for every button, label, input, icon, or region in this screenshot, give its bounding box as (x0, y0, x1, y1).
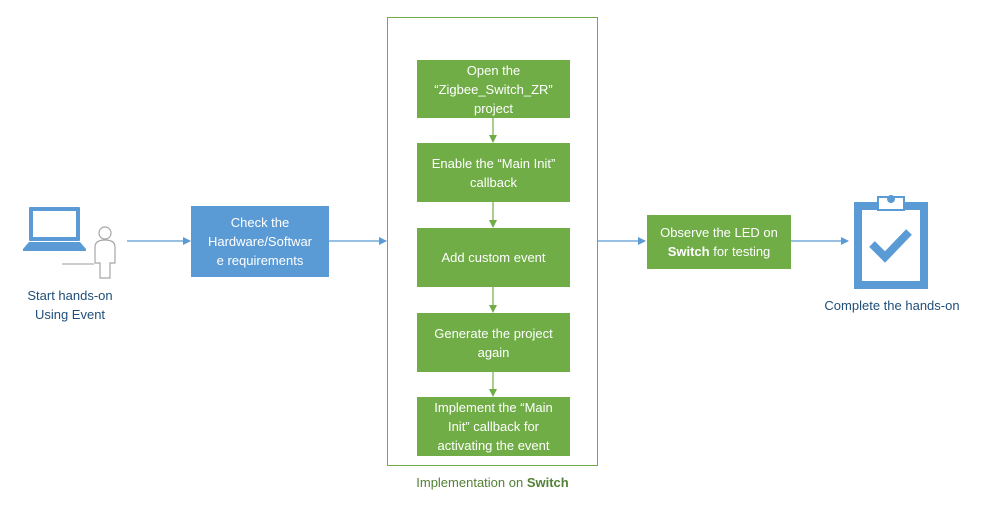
clipboard-check-icon (854, 195, 928, 289)
complete-label: Complete the hands-on (824, 298, 960, 313)
check-requirements-box: Check the Hardware/Softwar e requirement… (191, 206, 329, 277)
start-label: Start hands-on Using Event (27, 288, 113, 322)
laptop-person-icon (23, 207, 116, 279)
step-add-custom-event: Add custom event (417, 228, 570, 287)
implementation-caption: Implementation on Switch (416, 475, 569, 490)
observe-led-box: Observe the LED on Switch for testing (647, 215, 791, 269)
step-implement-callback: Implement the “Main Init” callback for a… (417, 397, 570, 456)
step-enable-main-init: Enable the “Main Init” callback (417, 143, 570, 202)
step-open-project: Open the “Zigbee_Switch_ZR” project (417, 60, 570, 118)
step-generate-project: Generate the project again (417, 313, 570, 372)
implementation-frame (387, 17, 598, 466)
